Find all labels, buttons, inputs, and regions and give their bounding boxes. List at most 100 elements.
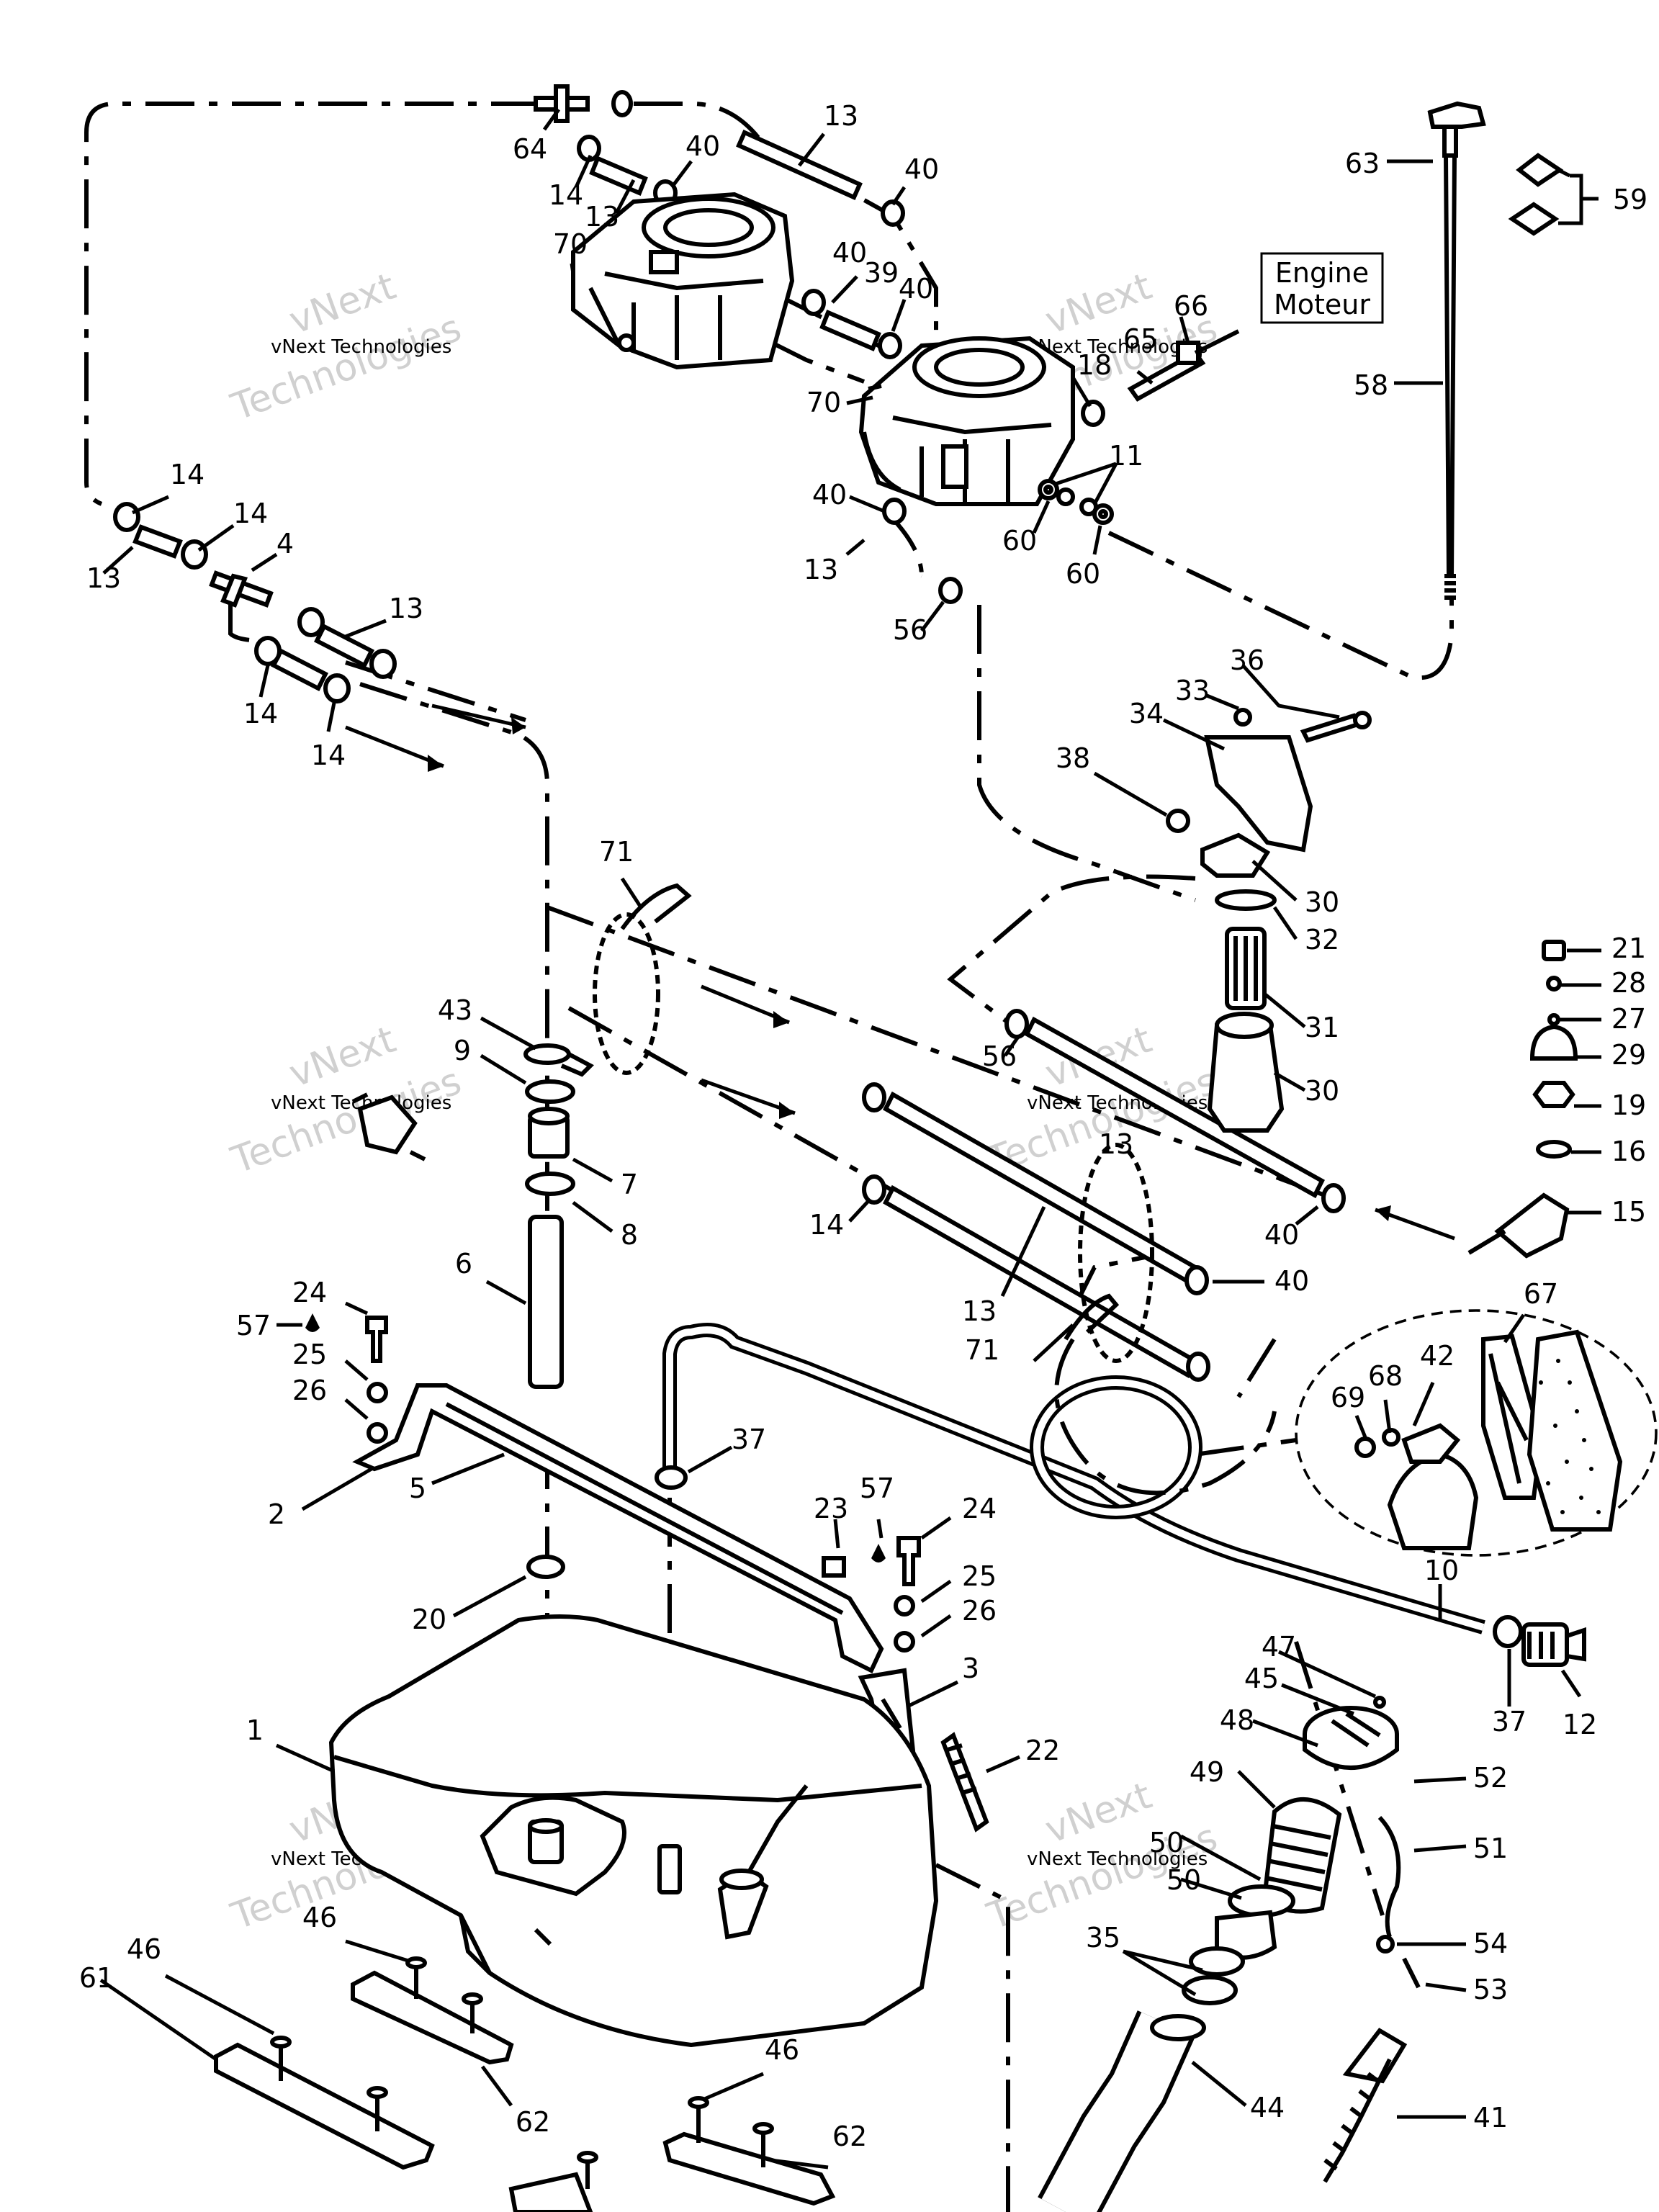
callout-21: 21 — [1611, 932, 1646, 964]
tank-pads — [214, 1956, 836, 2212]
callout-42: 42 — [1420, 1340, 1455, 1372]
callout-14: 14 — [170, 459, 204, 490]
callout-32: 32 — [1305, 924, 1339, 956]
callout-34: 34 — [1129, 698, 1164, 729]
callout-25: 25 — [962, 1560, 997, 1592]
callout-13: 13 — [585, 201, 619, 233]
callout-37: 37 — [732, 1424, 766, 1455]
callout-54: 54 — [1473, 1928, 1508, 1959]
callout-63: 63 — [1345, 148, 1380, 179]
svg-text:Moteur: Moteur — [1274, 289, 1370, 320]
callout-40: 40 — [904, 153, 939, 185]
callout-40: 40 — [812, 479, 847, 511]
callout-50: 50 — [1166, 1864, 1201, 1896]
callout-18: 18 — [1077, 349, 1112, 381]
callout-46: 46 — [127, 1933, 161, 1965]
callout-43: 43 — [438, 994, 472, 1026]
callout-23: 23 — [814, 1493, 848, 1524]
callout-24: 24 — [962, 1493, 997, 1524]
cable-ties — [593, 883, 1154, 1363]
callout-47: 47 — [1262, 1631, 1296, 1663]
dipstick — [1427, 101, 1564, 600]
callout-68: 68 — [1368, 1360, 1403, 1392]
callout-36: 36 — [1230, 644, 1264, 676]
fuel-tank — [328, 1614, 939, 2048]
callout-44: 44 — [1250, 2092, 1285, 2123]
callout-58: 58 — [1354, 369, 1388, 401]
callout-40: 40 — [1274, 1265, 1309, 1297]
callout-56: 56 — [982, 1040, 1017, 1072]
callout-14: 14 — [549, 179, 583, 211]
callout-65: 65 — [1123, 323, 1158, 355]
callout-51: 51 — [1473, 1833, 1508, 1864]
upper-neck-parts — [351, 1043, 594, 1196]
callout-14: 14 — [809, 1209, 844, 1241]
callout-30: 30 — [1305, 1075, 1339, 1107]
callout-19: 19 — [1611, 1089, 1646, 1121]
callout-40: 40 — [1264, 1219, 1299, 1251]
callout-27: 27 — [1611, 1003, 1646, 1035]
callout-62: 62 — [832, 2121, 867, 2152]
callout-48: 48 — [1220, 1704, 1254, 1736]
callout-5: 5 — [409, 1473, 426, 1504]
callout-9: 9 — [454, 1035, 471, 1066]
callout-61: 61 — [79, 1962, 114, 1994]
callout-13: 13 — [824, 100, 858, 132]
callout-16: 16 — [1611, 1136, 1646, 1167]
callout-7: 7 — [621, 1169, 638, 1200]
callout-31: 31 — [1305, 1012, 1339, 1043]
callout-40: 40 — [832, 237, 867, 269]
washers — [1038, 479, 1114, 525]
carburetor-upper — [571, 192, 795, 370]
callout-13: 13 — [389, 593, 423, 624]
callout-20: 20 — [412, 1604, 446, 1635]
callout-8: 8 — [621, 1219, 638, 1251]
callout-46: 46 — [765, 2034, 799, 2066]
callout-60: 60 — [1002, 525, 1037, 557]
callout-66: 66 — [1174, 290, 1208, 322]
callout-45: 45 — [1244, 1663, 1279, 1694]
callout-14: 14 — [311, 739, 346, 771]
callout-28: 28 — [1611, 967, 1646, 999]
callout-13: 13 — [86, 562, 121, 594]
callout-37: 37 — [1492, 1706, 1527, 1737]
callout-59: 59 — [1613, 184, 1647, 215]
callout-39: 39 — [864, 257, 899, 289]
callout-41: 41 — [1473, 2102, 1508, 2134]
callout-49: 49 — [1190, 1756, 1224, 1788]
callout-13: 13 — [804, 554, 838, 585]
callout-3: 3 — [962, 1653, 979, 1684]
filler-neck — [1182, 1622, 1586, 2183]
callout-6: 6 — [455, 1248, 472, 1280]
callout-70: 70 — [806, 387, 841, 418]
callout-25: 25 — [292, 1339, 327, 1370]
svg-text:vNext Technologies: vNext Technologies — [271, 336, 451, 358]
callout-53: 53 — [1473, 1974, 1508, 2005]
vent-fittings — [1467, 940, 1578, 1259]
callout-2: 2 — [268, 1498, 285, 1530]
callout-30: 30 — [1305, 886, 1339, 918]
filter-assembly — [1166, 708, 1372, 1133]
callout-14: 14 — [243, 698, 278, 729]
callout-13: 13 — [962, 1295, 997, 1327]
callout-71: 71 — [965, 1334, 999, 1366]
callout-64: 64 — [513, 133, 547, 165]
callout-1: 1 — [246, 1714, 264, 1746]
callout-40: 40 — [685, 130, 720, 162]
hoses — [132, 130, 1485, 2212]
callout-33: 33 — [1175, 675, 1210, 706]
callout-52: 52 — [1473, 1762, 1508, 1794]
grommet — [526, 1555, 565, 1579]
bolts — [305, 1313, 989, 1833]
callout-40: 40 — [899, 273, 933, 305]
t-fittings — [209, 84, 590, 634]
callout-70: 70 — [553, 228, 588, 260]
flow-arrows — [345, 703, 1455, 1241]
callout-14: 14 — [233, 498, 268, 529]
carburetor-lower — [858, 336, 1075, 506]
callout-50: 50 — [1149, 1827, 1184, 1858]
svg-text:vNext Technologies: vNext Technologies — [1027, 1848, 1208, 1870]
callout-26: 26 — [292, 1375, 327, 1406]
callout-62: 62 — [516, 2106, 550, 2138]
callout-10: 10 — [1424, 1555, 1459, 1586]
